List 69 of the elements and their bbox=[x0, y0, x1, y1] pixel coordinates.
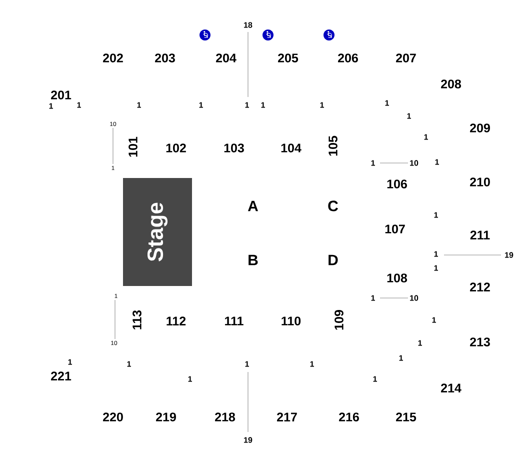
row-number: 1 bbox=[399, 355, 403, 361]
row-number: 1 bbox=[434, 265, 438, 271]
row-number: 1 bbox=[49, 103, 53, 109]
row-number: 1 bbox=[199, 102, 203, 108]
row-number: 1 bbox=[418, 340, 422, 346]
section-number: 203 bbox=[155, 54, 175, 62]
row-number: 19 bbox=[505, 252, 514, 258]
row-number: 1 bbox=[371, 295, 375, 301]
row-number: 1 bbox=[434, 251, 438, 257]
row-number: 1 bbox=[371, 160, 375, 166]
row-number: 1 bbox=[188, 376, 192, 382]
section-number: 213 bbox=[470, 338, 490, 346]
section-number: 105 bbox=[328, 136, 338, 156]
row-number: 1 bbox=[127, 361, 131, 367]
row-number: 19 bbox=[244, 437, 252, 443]
section-number: 217 bbox=[277, 412, 297, 422]
section-number: 208 bbox=[441, 80, 462, 88]
section-number: 218 bbox=[215, 412, 236, 422]
section-number: 204 bbox=[216, 54, 236, 62]
floor-section-letter: C bbox=[328, 200, 338, 212]
section-number: 102 bbox=[166, 144, 186, 152]
row-number: 1 bbox=[435, 159, 439, 165]
section-number: 210 bbox=[470, 178, 490, 186]
row-number: 1 bbox=[261, 102, 265, 108]
floor-section-letter: B bbox=[248, 254, 258, 266]
row-number: 1 bbox=[68, 359, 72, 365]
section-number: 205 bbox=[278, 54, 298, 62]
row-number: 1 bbox=[310, 361, 314, 367]
row-number: 1 bbox=[137, 102, 141, 108]
section-number: 211 bbox=[470, 230, 490, 240]
section-number: 109 bbox=[334, 310, 344, 330]
section-number: 220 bbox=[103, 412, 123, 422]
section-number: 219 bbox=[156, 412, 176, 422]
floor-section-letter: D bbox=[328, 254, 338, 266]
row-number: 1 bbox=[424, 134, 428, 140]
row-number: 1 bbox=[245, 102, 249, 108]
section-number: 107 bbox=[385, 224, 405, 234]
row-number: 1 bbox=[373, 376, 377, 382]
row-number: 10 bbox=[410, 295, 418, 301]
stage-box: Stage bbox=[123, 178, 192, 286]
section-number: 201 bbox=[51, 90, 72, 100]
section-number: 110 bbox=[282, 316, 301, 326]
section-number: 103 bbox=[224, 144, 244, 152]
row-number: 1 bbox=[385, 100, 389, 106]
section-number: 212 bbox=[470, 282, 490, 292]
section-number: 106 bbox=[387, 180, 407, 188]
section-number: 216 bbox=[339, 412, 359, 422]
row-number: 1 bbox=[245, 361, 249, 367]
section-number: 104 bbox=[281, 144, 302, 152]
row-number: 1 bbox=[434, 212, 438, 218]
section-number: 221 bbox=[51, 372, 72, 380]
section-number: 207 bbox=[396, 54, 416, 62]
row-number: 1 bbox=[432, 317, 436, 323]
section-number: 112 bbox=[166, 316, 186, 326]
row-number: 18 bbox=[244, 22, 252, 28]
section-number: 101 bbox=[128, 136, 138, 157]
section-number: 214 bbox=[441, 384, 462, 392]
row-number: 1 bbox=[320, 102, 324, 108]
row-number: 10 bbox=[410, 160, 418, 166]
section-number: 202 bbox=[103, 54, 123, 62]
section-number: 108 bbox=[387, 274, 408, 282]
section-number: 206 bbox=[338, 54, 358, 62]
section-number: 215 bbox=[396, 412, 416, 422]
section-number: 111 bbox=[225, 316, 244, 326]
section-number: 209 bbox=[470, 124, 490, 132]
floor-section-letter: A bbox=[248, 200, 258, 212]
row-number: 1 bbox=[407, 113, 411, 119]
section-number: 113 bbox=[132, 310, 142, 330]
row-number: 1 bbox=[77, 102, 81, 108]
